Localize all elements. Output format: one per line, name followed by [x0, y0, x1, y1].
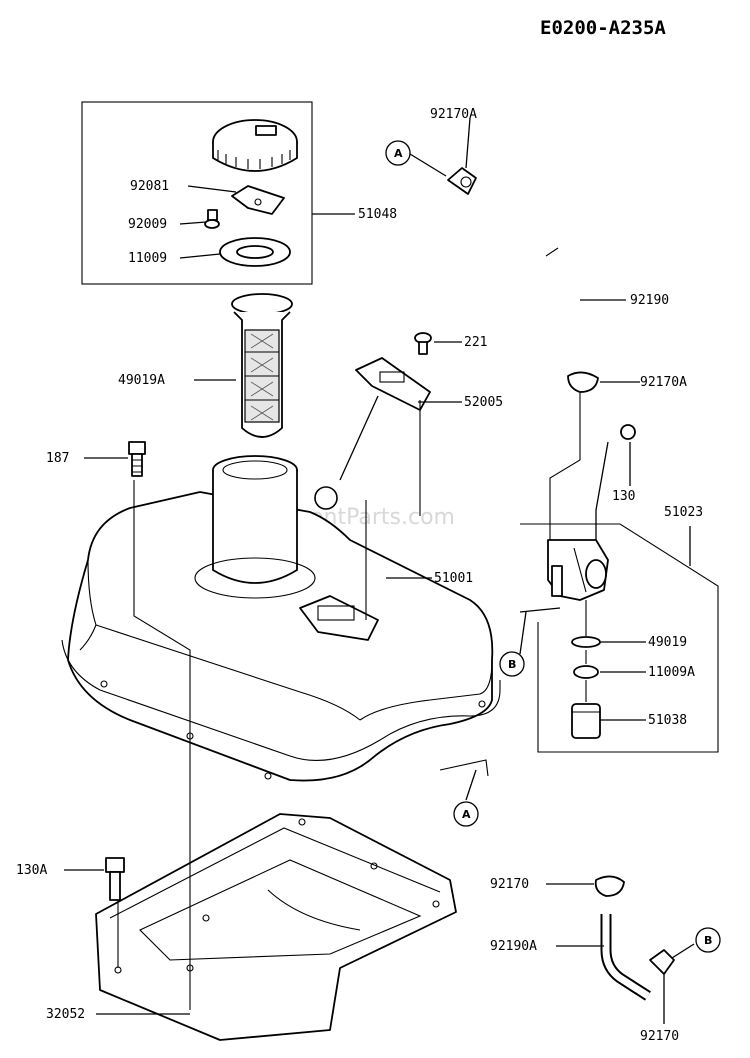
cock-o-ring[interactable] [573, 665, 599, 679]
label-49019A[interactable]: 49019A [118, 373, 165, 388]
label-92170-a[interactable]: 92170 [490, 877, 529, 892]
fuel-cock-lever[interactable] [595, 424, 636, 540]
label-130[interactable]: 130 [612, 489, 635, 504]
label-49019[interactable]: 49019 [648, 635, 687, 650]
label-92081[interactable]: 92081 [130, 179, 169, 194]
label-221[interactable]: 221 [464, 335, 487, 350]
label-51048[interactable]: 51048 [358, 207, 397, 222]
label-32052[interactable]: 32052 [46, 1007, 85, 1022]
tank-bolt[interactable] [128, 441, 146, 477]
label-92190[interactable]: 92190 [630, 293, 669, 308]
diagram-code: E0200-A235A [540, 17, 666, 39]
label-92170A-top[interactable]: 92170A [430, 107, 477, 122]
label-52005[interactable]: 52005 [464, 395, 503, 410]
label-92170-b[interactable]: 92170 [640, 1029, 679, 1044]
fuel-strainer[interactable] [231, 293, 293, 438]
svg-text:A: A [462, 808, 471, 821]
label-130A[interactable]: 130A [16, 863, 47, 878]
breather-clamp-lower[interactable] [649, 949, 675, 975]
label-187[interactable]: 187 [46, 451, 69, 466]
label-51023[interactable]: 51023 [664, 505, 703, 520]
fuel-cock-box [520, 523, 719, 753]
cover-bolt[interactable] [105, 857, 125, 901]
label-92170A-mid[interactable]: 92170A [640, 375, 687, 390]
cap-vent-plate[interactable] [231, 185, 285, 215]
callout-b-mid: B [499, 651, 525, 677]
hose-clamp-mid[interactable] [567, 371, 599, 393]
cap-screw[interactable] [204, 209, 220, 229]
svg-text:A: A [394, 147, 403, 160]
fuel-gauge[interactable] [314, 357, 431, 510]
label-92190A[interactable]: 92190A [490, 939, 537, 954]
cock-gasket[interactable] [571, 636, 601, 648]
callout-b-bottom: B [695, 927, 721, 953]
fuel-tank[interactable] [61, 455, 501, 782]
cap-assembly-box [81, 101, 313, 285]
fuel-cap[interactable] [212, 119, 298, 172]
gauge-screw[interactable] [414, 332, 432, 355]
fuel-cock[interactable] [547, 539, 609, 601]
label-11009A[interactable]: 11009A [648, 665, 695, 680]
svg-text:B: B [508, 658, 516, 671]
fuel-cup[interactable] [571, 703, 601, 739]
svg-text:B: B [704, 934, 712, 947]
breather-clamp[interactable] [594, 875, 625, 897]
label-51001[interactable]: 51001 [434, 571, 473, 586]
label-51038[interactable]: 51038 [648, 713, 687, 728]
label-11009[interactable]: 11009 [128, 251, 167, 266]
label-92009[interactable]: 92009 [128, 217, 167, 232]
callout-a-top: A [385, 140, 411, 166]
fuel-hose[interactable] [475, 195, 585, 355]
breather-hose[interactable] [600, 914, 651, 1001]
callout-a-bottom: A [453, 801, 479, 827]
cap-gasket[interactable] [219, 237, 291, 267]
hose-clamp-top[interactable] [447, 167, 477, 195]
tank-cover[interactable] [95, 813, 457, 1041]
